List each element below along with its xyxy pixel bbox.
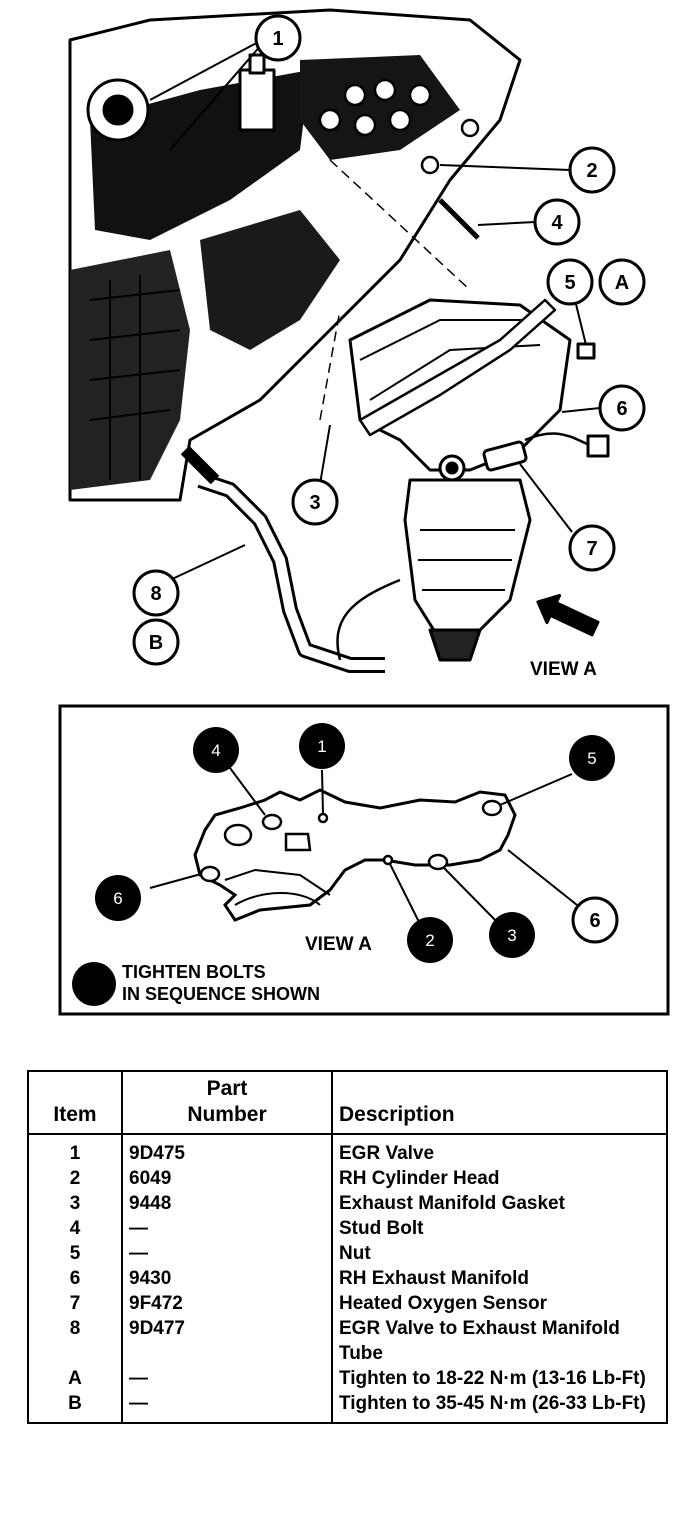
cell-description: Stud Bolt xyxy=(331,1215,667,1241)
svg-text:4: 4 xyxy=(211,741,220,760)
seq-bolt-3: 3 xyxy=(489,912,535,958)
cell-part-number: — xyxy=(121,1215,332,1241)
header-item: Item xyxy=(28,1071,122,1135)
cell-part-number: — xyxy=(121,1365,332,1391)
callout-7: 7 xyxy=(568,524,616,572)
svg-text:3: 3 xyxy=(309,492,320,514)
svg-text:4: 4 xyxy=(551,212,563,234)
seq-bolt-5: 5 xyxy=(569,735,615,781)
cell-item: A xyxy=(68,1367,82,1389)
callout-2: 2 xyxy=(568,146,616,194)
table-row: 5 —Nut xyxy=(28,1240,667,1266)
svg-text:8: 8 xyxy=(150,583,161,605)
svg-text:1: 1 xyxy=(317,737,326,756)
cell-description: RH Exhaust Manifold xyxy=(331,1265,667,1291)
callout-4: 4 xyxy=(533,198,581,246)
callout-5: 5 xyxy=(546,258,594,306)
cell-item: 1 xyxy=(69,1142,81,1164)
svg-text:5: 5 xyxy=(587,749,596,768)
exhaust-manifold-diagram: 1 2 4 5 A 6 3 7 8 B VIEW A xyxy=(58,8,670,1016)
cell-item: 7 xyxy=(69,1292,81,1314)
callout-3: 3 xyxy=(291,478,339,526)
cell-description: Heated Oxygen Sensor xyxy=(331,1290,667,1316)
callout-1: 1 xyxy=(254,14,302,62)
svg-text:5: 5 xyxy=(564,272,575,294)
cell-item: 6 xyxy=(69,1267,81,1289)
seq-bolt-1: 1 xyxy=(299,723,345,769)
svg-text:6: 6 xyxy=(616,398,627,420)
cell-part-number: 6049 xyxy=(121,1165,332,1191)
cell-part-number: 9430 xyxy=(121,1265,332,1291)
view-a-label: VIEW A xyxy=(530,659,597,680)
table-row: 4 —Stud Bolt xyxy=(28,1215,667,1241)
cell-description: Exhaust Manifold Gasket xyxy=(331,1190,667,1216)
inset-callout-6: 6 xyxy=(571,896,619,944)
svg-text:6: 6 xyxy=(589,910,600,932)
cell-description: RH Cylinder Head xyxy=(331,1165,667,1191)
table-row: B —Tighten to 35-45 N·m (26-33 Lb-Ft) xyxy=(28,1390,667,1423)
cell-item: 5 xyxy=(69,1242,81,1264)
seq-bolt-4: 4 xyxy=(193,727,239,773)
svg-text:3: 3 xyxy=(507,926,516,945)
callout-8: 8 xyxy=(132,569,180,617)
cell-item: B xyxy=(68,1392,82,1414)
seq-bolt-2: 2 xyxy=(407,917,453,963)
legend-line-1: TIGHTEN BOLTS xyxy=(122,962,266,982)
cell-part-number: — xyxy=(121,1240,332,1266)
cell-description: Nut xyxy=(331,1240,667,1266)
legend-black-dot xyxy=(72,962,116,1006)
svg-text:1: 1 xyxy=(272,28,283,50)
cell-part-number: — xyxy=(121,1390,332,1423)
legend-line-2: IN SEQUENCE SHOWN xyxy=(122,984,320,1004)
cell-description: Tighten to 18-22 N·m (13-16 Lb-Ft) xyxy=(331,1365,667,1391)
cell-item: 4 xyxy=(69,1217,81,1239)
cell-item: 2 xyxy=(69,1167,81,1189)
leader-lines xyxy=(149,39,601,581)
bolt-sequence-inset: 4 1 5 6 2 3 6 VIEW A TIGHTEN BOLTS IN SE… xyxy=(58,704,670,1016)
cell-description: EGR Valve to Exhaust Manifold Tube xyxy=(331,1315,667,1366)
svg-text:7: 7 xyxy=(586,538,597,560)
svg-text:6: 6 xyxy=(113,889,122,908)
table-row: A —Tighten to 18-22 N·m (13-16 Lb-Ft) xyxy=(28,1365,667,1391)
header-description: Description xyxy=(331,1071,667,1135)
cell-item: 3 xyxy=(69,1192,81,1214)
svg-text:A: A xyxy=(615,272,629,294)
cell-part-number: 9448 xyxy=(121,1190,332,1216)
cell-part-number: 9D475 xyxy=(121,1133,332,1166)
svg-text:2: 2 xyxy=(425,931,434,950)
engine-illustration xyxy=(68,8,610,673)
cell-part-number: 9F472 xyxy=(121,1290,332,1316)
callouts: 1 2 4 5 A 6 3 7 8 B xyxy=(132,14,646,666)
svg-text:B: B xyxy=(149,632,163,654)
callout-B: B xyxy=(132,618,180,666)
cell-description: Tighten to 35-45 N·m (26-33 Lb-Ft) xyxy=(331,1390,667,1423)
cell-part-number: 9D477 xyxy=(121,1315,332,1366)
svg-text:2: 2 xyxy=(586,160,597,182)
seq-bolt-6: 6 xyxy=(95,875,141,921)
callout-A: A xyxy=(598,258,646,306)
callout-6: 6 xyxy=(598,384,646,432)
inset-view-a-label: VIEW A xyxy=(305,934,372,955)
cell-description: EGR Valve xyxy=(331,1133,667,1166)
cell-item: 8 xyxy=(69,1317,81,1339)
